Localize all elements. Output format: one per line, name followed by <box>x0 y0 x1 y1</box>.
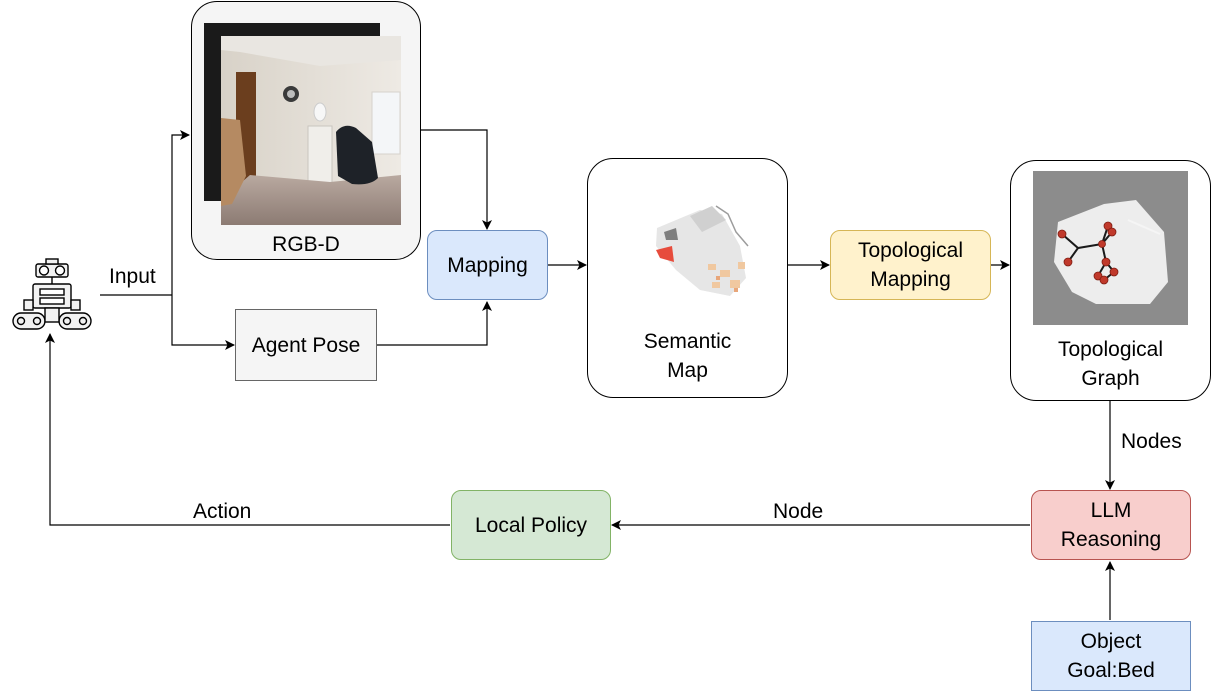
arrow-to-rgbd <box>171 130 190 295</box>
object-goal-box: Object Goal:Bed <box>1031 621 1191 691</box>
topological-mapping-label-line2: Mapping <box>870 268 951 291</box>
llm-reasoning-label-line1: LLM <box>1090 499 1132 522</box>
mapping-box: Mapping <box>427 230 548 300</box>
semantic-map-label-line2: Map <box>667 359 708 382</box>
local-policy-label: Local Policy <box>474 513 588 537</box>
llm-reasoning-box: LLM Reasoning <box>1031 490 1191 560</box>
edge-label-node: Node <box>773 500 824 523</box>
edge-label-input: Input <box>109 265 156 288</box>
arrow-pose-to-mapping <box>377 301 492 346</box>
llm-reasoning-label-line2: Reasoning <box>1060 528 1162 551</box>
arrow-rgbd-to-mapping <box>421 129 492 230</box>
object-goal-label-line2: Goal:Bed <box>1067 659 1155 682</box>
object-goal-label-line1: Object <box>1080 630 1142 653</box>
edge-label-action: Action <box>193 500 252 523</box>
rgbd-label: RGB-D <box>272 233 340 256</box>
topological-graph-label-line1: Topological <box>1057 338 1164 361</box>
arrow-to-agent-pose <box>171 295 235 350</box>
semantic-map-label-line1: Semantic <box>643 330 732 353</box>
semantic-map-label: Semantic Map <box>587 327 788 385</box>
arrow-policy-to-robot <box>45 333 450 526</box>
topological-mapping-box: Topological Mapping <box>830 230 991 300</box>
agent-pose-box: Agent Pose <box>235 309 377 381</box>
agent-pose-label: Agent Pose <box>251 333 361 357</box>
topological-mapping-label-line1: Topological <box>857 239 964 262</box>
local-policy-box: Local Policy <box>451 490 611 560</box>
topological-graph-label-line2: Graph <box>1081 367 1140 390</box>
mapping-label: Mapping <box>447 253 528 277</box>
edge-label-nodes: Nodes <box>1121 430 1182 453</box>
topological-graph-label: Topological Graph <box>1010 335 1211 393</box>
